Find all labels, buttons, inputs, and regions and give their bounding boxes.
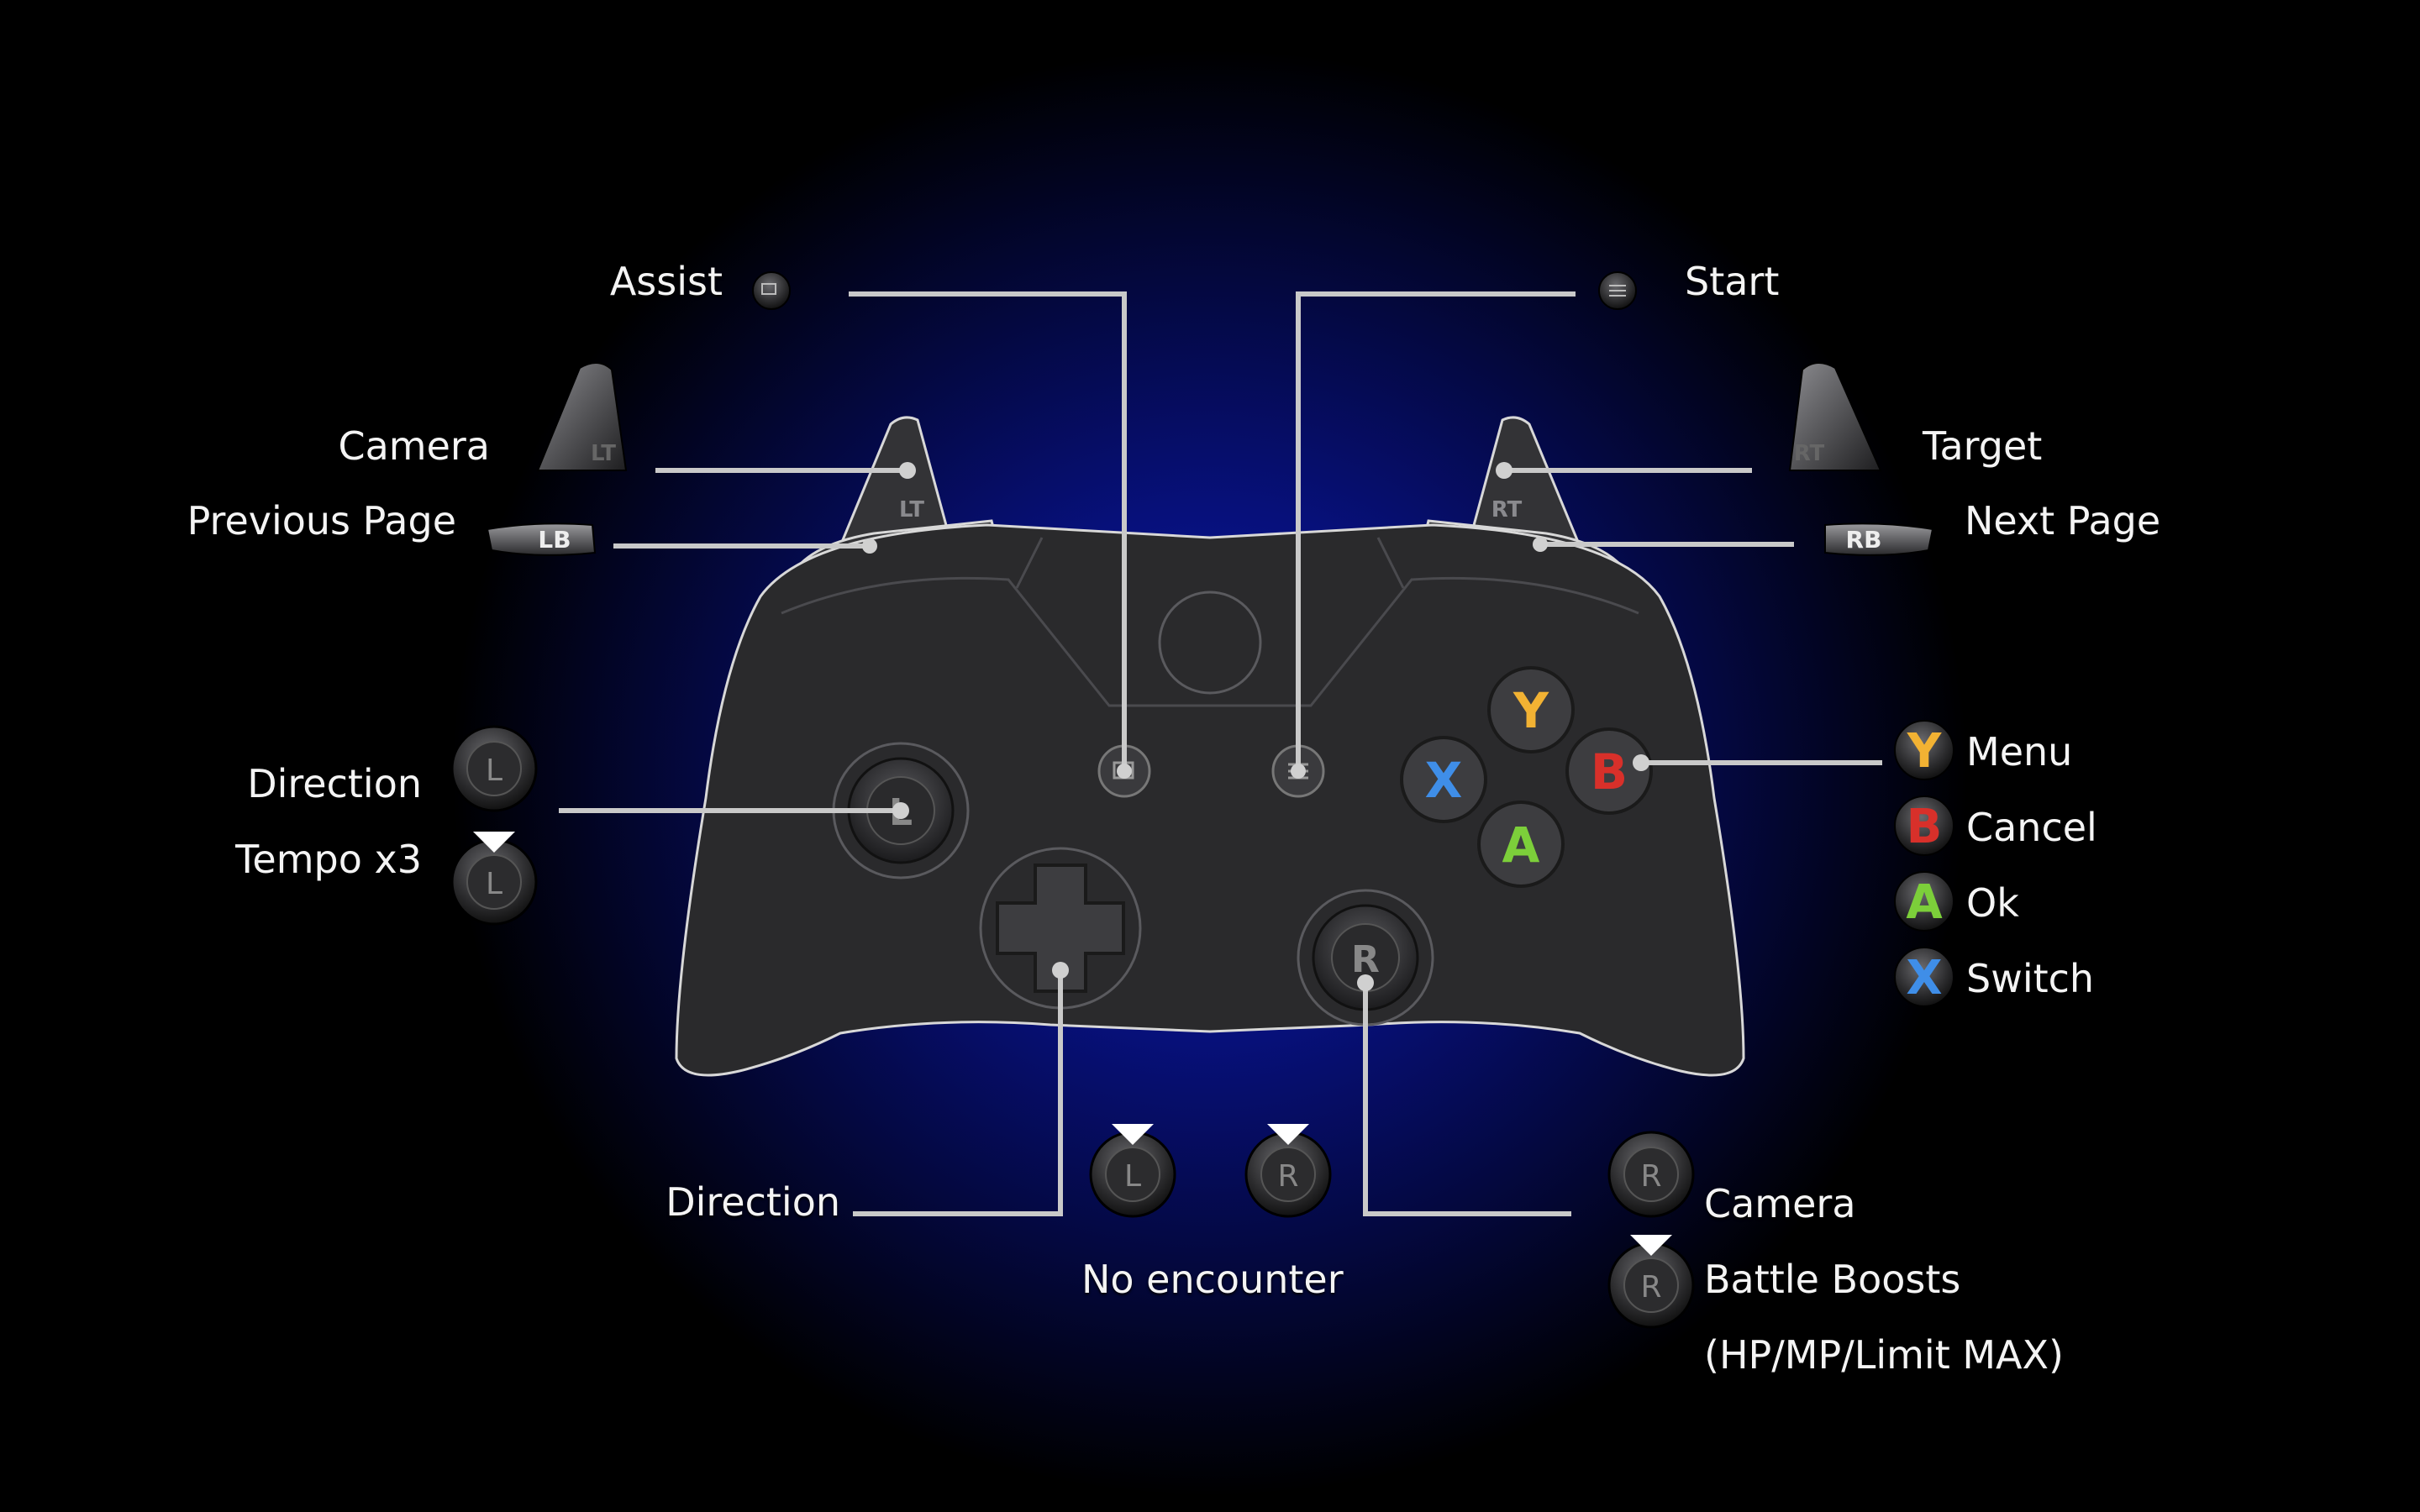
label-direction-left-stick: Direction (247, 761, 422, 806)
controller-face-bevel (1015, 537, 1405, 589)
face-button-a[interactable] (1477, 801, 1565, 888)
press-arrow-icon (1112, 1124, 1154, 1145)
label-cancel: Cancel (1966, 805, 2097, 850)
press-arrow-icon (473, 832, 515, 853)
face-button-a-text: A (1502, 816, 1540, 874)
controller-lt-text: LT (899, 497, 924, 522)
rt-trigger-icon (1788, 362, 1882, 471)
start-menu-icon-glyph (1609, 285, 1626, 297)
label-battle-boosts: Battle Boosts (1704, 1257, 1961, 1302)
face-button-y-text: Y (1512, 682, 1549, 739)
dpad[interactable] (996, 864, 1125, 993)
label-next-page: Next Page (1965, 498, 2161, 543)
legend-x-icon (1894, 947, 1954, 1007)
leader-dots (862, 462, 1649, 991)
controller-rt-text: RT (1491, 497, 1523, 522)
no-encounter-l-icon-text: L (1124, 1159, 1141, 1194)
press-arrow-icon (1267, 1124, 1309, 1145)
right-stick-press-icon-cap (1623, 1257, 1679, 1313)
label-switch: Switch (1966, 956, 2095, 1001)
face-button-b[interactable] (1565, 727, 1653, 815)
controller-lt-trigger[interactable] (838, 416, 951, 548)
lt-trigger-icon-text: LT (591, 441, 616, 466)
leader-lines (559, 291, 1882, 1216)
press-arrow-icon (1630, 1235, 1672, 1256)
no-encounter-r-icon-text: R (1277, 1159, 1298, 1194)
label-battle-boosts-detail: (HP/MP/Limit MAX) (1704, 1332, 2064, 1378)
label-menu: Menu (1966, 729, 2073, 774)
rb-bumper-icon-text: RB (1846, 526, 1882, 554)
rt-trigger-icon-text: RT (1794, 441, 1825, 466)
face-button-x[interactable] (1400, 736, 1487, 823)
legend-a-icon-text: A (1906, 875, 1943, 930)
label-ok: Ok (1966, 880, 2019, 926)
label-camera-lt: Camera (338, 423, 490, 469)
label-assist: Assist (609, 259, 723, 304)
controller-body (675, 523, 1745, 1077)
right-stick-icon-cap (1623, 1147, 1679, 1202)
label-target: Target (1923, 423, 2043, 469)
label-camera-right-stick: Camera (1704, 1181, 1856, 1226)
face-button-y[interactable] (1487, 666, 1575, 753)
left-stick-press-icon-text: L (486, 867, 502, 901)
legend-y-icon (1894, 720, 1954, 780)
right-stick-text: R (1351, 938, 1380, 981)
guide-button[interactable] (1158, 591, 1262, 695)
assist-view-icon-glyph (761, 283, 776, 295)
no-encounter-r-icon-cap (1260, 1147, 1316, 1202)
right-stick-icon-text: R (1640, 1159, 1661, 1194)
no-encounter-l-icon-cap (1105, 1147, 1160, 1202)
label-previous-page: Previous Page (187, 498, 456, 543)
right-stick-press-icon-text: R (1640, 1270, 1661, 1305)
assist-view-icon (752, 271, 791, 310)
legend-b-icon (1894, 795, 1954, 856)
rb-bumper-icon (1824, 522, 1934, 556)
legend-x-icon-text: X (1906, 951, 1942, 1005)
face-button-b-text: B (1591, 743, 1628, 801)
legend-y-icon-text: Y (1907, 724, 1943, 779)
legend-a-icon (1894, 871, 1954, 932)
controller-rt-trigger[interactable] (1469, 416, 1582, 548)
left-stick-icon-cap (466, 741, 522, 796)
left-stick-press-icon-cap (466, 854, 522, 910)
lt-trigger-icon (536, 362, 628, 471)
face-button-x-text: X (1425, 752, 1463, 809)
label-no-encounter: No encounter (1081, 1257, 1344, 1302)
label-start: Start (1685, 259, 1780, 304)
label-tempo: Tempo x3 (235, 837, 422, 882)
controller-top-bevel (781, 576, 1639, 707)
lb-bumper-icon-text: LB (538, 526, 571, 554)
lb-bumper-icon (486, 522, 597, 556)
legend-b-icon-text: B (1907, 800, 1943, 854)
left-stick-icon-text: L (486, 753, 502, 788)
label-direction-dpad: Direction (666, 1179, 840, 1225)
